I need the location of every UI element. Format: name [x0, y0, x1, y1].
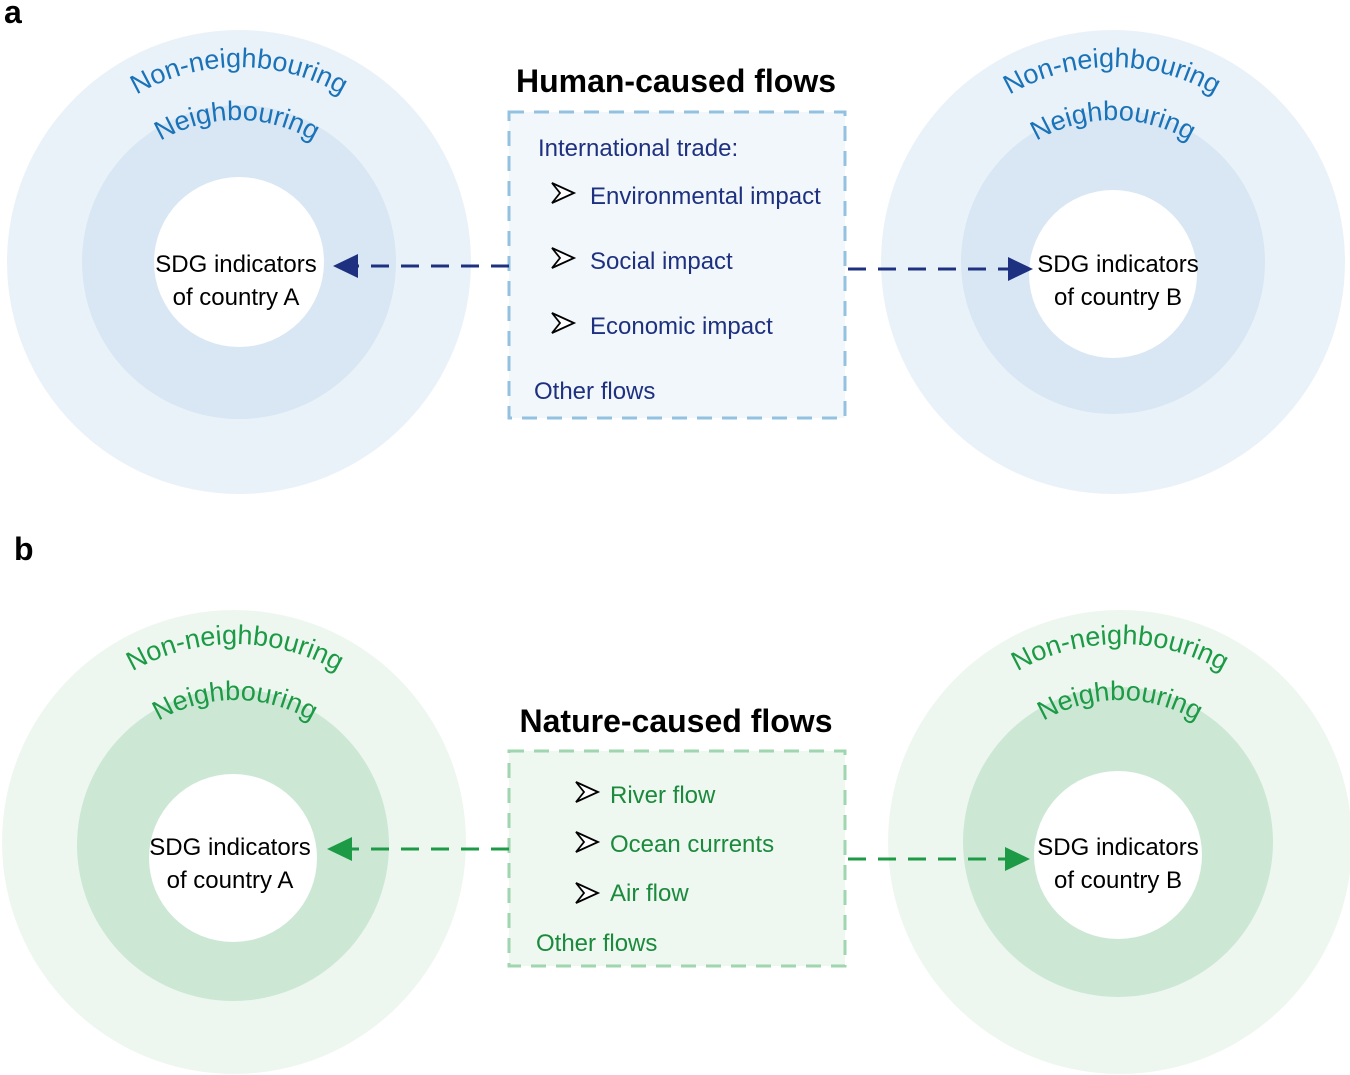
center-label-line2: of country B [1054, 284, 1182, 311]
flow-title: Human-caused flows [516, 63, 836, 99]
panel-a: a Non-neighbouring Neighbouring SDG indi… [4, 0, 1345, 494]
arrowhead-icon [1008, 257, 1033, 281]
arrowhead-bullet-icon [551, 247, 577, 269]
center-label-line2: of country A [173, 284, 300, 311]
box-item: Social impact [590, 248, 733, 275]
arrowhead-bullet-icon [575, 882, 601, 904]
box-other-flows: Other flows [536, 930, 657, 957]
flows-box-frame [507, 749, 847, 968]
arrowhead-icon [327, 837, 352, 861]
center-label-line1: SDG indicators [1037, 251, 1198, 278]
country-core [149, 774, 317, 942]
panel-label-b: b [14, 531, 34, 567]
country-a-circles-human: Non-neighbouring Neighbouring SDG indica… [7, 30, 471, 494]
panel-b: b Non-neighbouring Neighbouring SDG indi… [2, 531, 1350, 1074]
box-heading: International trade: [538, 135, 738, 162]
center-label-line1: SDG indicators [149, 834, 310, 861]
flow-arrow-to-country-a [333, 254, 509, 278]
arrowhead-icon [333, 254, 358, 278]
flow-arrow-to-country-a [327, 837, 509, 861]
panel-label-a: a [4, 0, 22, 30]
box-item: Environmental impact [590, 183, 821, 210]
arrowhead-bullet-icon [551, 312, 577, 334]
flow-arrow-to-country-b [848, 847, 1030, 871]
nature-flows-box: River flow Ocean currents Air flow Other… [507, 749, 847, 968]
arrowhead-bullet-icon [551, 182, 577, 204]
country-core [154, 177, 324, 347]
flow-arrow-to-country-b [848, 257, 1033, 281]
arrowhead-bullet-icon [575, 831, 601, 853]
country-b-circles-nature: Non-neighbouring Neighbouring SDG indica… [888, 610, 1350, 1074]
box-other-flows: Other flows [534, 378, 655, 405]
country-core [1029, 190, 1197, 358]
box-item: Economic impact [590, 313, 773, 340]
box-item: Air flow [610, 880, 689, 907]
flow-title: Nature-caused flows [520, 703, 833, 739]
country-b-circles-human: Non-neighbouring Neighbouring SDG indica… [881, 30, 1345, 494]
box-item: Ocean currents [610, 831, 774, 858]
flows-box-frame [507, 110, 847, 420]
arrowhead-icon [1005, 847, 1030, 871]
country-a-circles-nature: Non-neighbouring Neighbouring SDG indica… [2, 610, 466, 1074]
center-label-line1: SDG indicators [155, 251, 316, 278]
center-label-line2: of country A [167, 867, 294, 894]
country-core [1034, 771, 1202, 939]
center-label-line2: of country B [1054, 867, 1182, 894]
center-label-line1: SDG indicators [1037, 834, 1198, 861]
box-item: River flow [610, 782, 716, 809]
arrowhead-bullet-icon [575, 781, 601, 803]
human-flows-box: International trade: Environmental impac… [507, 110, 847, 420]
